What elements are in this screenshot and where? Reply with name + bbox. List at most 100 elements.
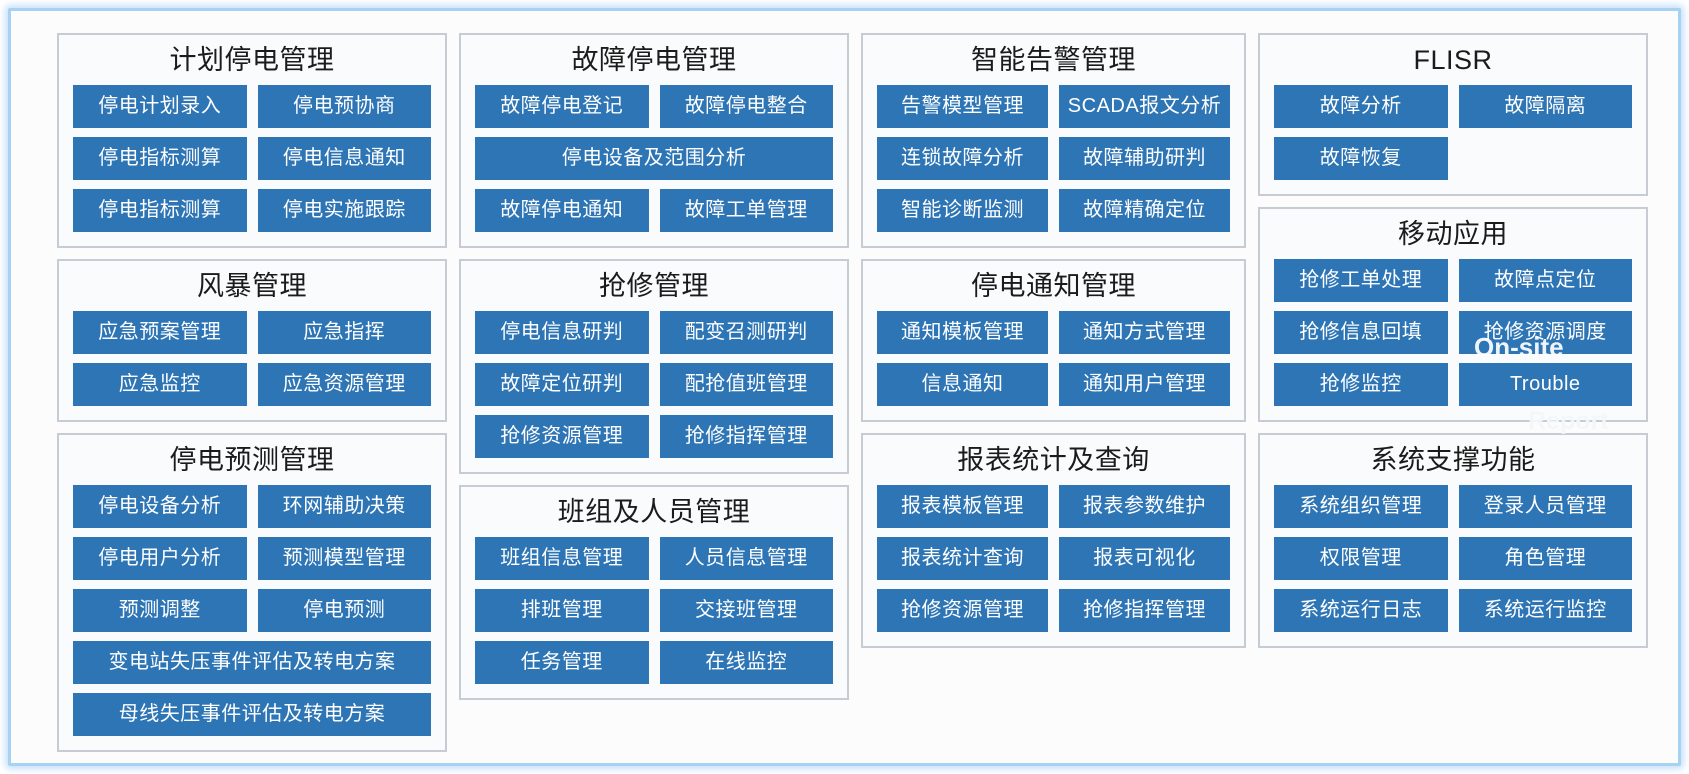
module-button[interactable]: 任务管理: [475, 641, 649, 685]
module-button[interactable]: 系统运行监控: [1458, 589, 1632, 633]
module-button[interactable]: 在线监控: [659, 641, 833, 685]
module-button[interactable]: 预测模型管理: [257, 537, 431, 581]
module-button[interactable]: 信息通知: [877, 363, 1048, 407]
button-row: 连锁故障分析故障辅助研判: [877, 137, 1230, 181]
panel-storm-management: 风暴管理应急预案管理应急指挥应急监控应急资源管理: [57, 259, 447, 423]
module-button[interactable]: 交接班管理: [659, 589, 833, 633]
module-button[interactable]: 系统运行日志: [1274, 589, 1448, 633]
module-button[interactable]: 权限管理: [1274, 537, 1448, 581]
module-button[interactable]: 报表参数维护: [1059, 485, 1230, 529]
module-button[interactable]: 母线失压事件评估及转电方案: [73, 693, 431, 737]
panel-report-statistics-and-query: 报表统计及查询报表模板管理报表参数维护报表统计查询报表可视化抢修资源管理抢修指挥…: [861, 433, 1246, 649]
module-button[interactable]: 停电设备分析: [73, 485, 247, 529]
module-button[interactable]: 故障隔离: [1458, 85, 1632, 129]
button-row: 停电指标测算停电信息通知: [73, 137, 431, 181]
module-button[interactable]: 班组信息管理: [475, 537, 649, 581]
panel-button-rows: 停电计划录入停电预协商停电指标测算停电信息通知停电指标测算停电实施跟踪: [73, 85, 431, 233]
module-button[interactable]: 停电预协商: [257, 85, 431, 129]
button-row: 系统运行日志系统运行监控: [1274, 589, 1632, 633]
module-button[interactable]: 抢修资源管理: [877, 589, 1048, 633]
module-button[interactable]: 排班管理: [475, 589, 649, 633]
module-button[interactable]: 停电信息研判: [475, 311, 649, 355]
module-button[interactable]: 抢修资源调度: [1458, 311, 1632, 355]
panel-title: 智能告警管理: [971, 45, 1136, 75]
button-row: 抢修资源管理抢修指挥管理: [877, 589, 1230, 633]
module-button[interactable]: 登录人员管理: [1458, 485, 1632, 529]
panel-title: 抢修管理: [599, 271, 709, 302]
module-button[interactable]: 应急指挥: [257, 311, 431, 355]
module-button[interactable]: 抢修信息回填: [1274, 311, 1448, 355]
button-row: 抢修资源管理抢修指挥管理: [475, 415, 833, 459]
module-button[interactable]: 报表模板管理: [877, 485, 1048, 529]
module-button[interactable]: 停电设备及范围分析: [475, 137, 833, 181]
module-button[interactable]: 抢修监控: [1274, 363, 1448, 407]
button-row: 系统组织管理登录人员管理: [1274, 485, 1632, 529]
module-button[interactable]: Trouble: [1458, 363, 1632, 407]
module-button[interactable]: 故障定位研判: [475, 363, 649, 407]
module-button[interactable]: 系统组织管理: [1274, 485, 1448, 529]
module-button[interactable]: 预测调整: [73, 589, 247, 633]
module-button[interactable]: 应急资源管理: [257, 363, 431, 407]
module-button[interactable]: 报表可视化: [1059, 537, 1230, 581]
module-button[interactable]: 抢修指挥管理: [659, 415, 833, 459]
module-button[interactable]: 停电指标测算: [73, 189, 247, 233]
button-row: 应急监控应急资源管理: [73, 363, 431, 407]
module-button[interactable]: 应急监控: [73, 363, 247, 407]
button-row: 通知模板管理通知方式管理: [877, 311, 1230, 355]
module-button[interactable]: 故障工单管理: [659, 189, 833, 233]
module-button[interactable]: 停电用户分析: [73, 537, 247, 581]
button-row: 故障恢复: [1274, 137, 1632, 181]
button-row: 预测调整停电预测: [73, 589, 431, 633]
module-button[interactable]: 停电指标测算: [73, 137, 247, 181]
panel-title: 停电预测管理: [169, 445, 335, 476]
button-row: 故障停电登记故障停电整合: [475, 85, 833, 129]
module-button[interactable]: 通知方式管理: [1059, 311, 1230, 355]
panel-button-rows: 停电设备分析环网辅助决策停电用户分析预测模型管理预测调整停电预测变电站失压事件评…: [73, 485, 431, 737]
module-column-1: 计划停电管理停电计划录入停电预协商停电指标测算停电信息通知停电指标测算停电实施跟…: [57, 33, 447, 753]
module-button[interactable]: 故障分析: [1274, 85, 1448, 129]
module-button[interactable]: 配变召测研判: [659, 311, 833, 355]
module-button[interactable]: 报表统计查询: [877, 537, 1048, 581]
module-button[interactable]: 告警模型管理: [877, 85, 1048, 129]
module-button[interactable]: 抢修指挥管理: [1059, 589, 1230, 633]
application-frame: 计划停电管理停电计划录入停电预协商停电指标测算停电信息通知停电指标测算停电实施跟…: [8, 8, 1681, 766]
module-button[interactable]: 停电计划录入: [73, 85, 247, 129]
module-button[interactable]: 应急预案管理: [73, 311, 247, 355]
panel-title: 班组及人员管理: [557, 497, 751, 528]
module-column-2: 故障停电管理故障停电登记故障停电整合停电设备及范围分析故障停电通知故障工单管理抢…: [459, 33, 849, 752]
panel-button-rows: 故障分析故障隔离故障恢复: [1274, 85, 1632, 181]
module-button[interactable]: 故障停电登记: [475, 85, 649, 129]
module-button[interactable]: 抢修工单处理: [1274, 259, 1448, 303]
module-button[interactable]: 停电信息通知: [257, 137, 431, 181]
button-row: 班组信息管理人员信息管理: [475, 537, 833, 581]
module-button[interactable]: 通知用户管理: [1059, 363, 1230, 407]
module-button[interactable]: 停电实施跟踪: [257, 189, 431, 233]
module-button[interactable]: SCADA报文分析: [1059, 85, 1230, 129]
module-button[interactable]: 环网辅助决策: [257, 485, 431, 529]
module-button[interactable]: 故障点定位: [1458, 259, 1632, 303]
panel-team-and-personnel-management: 班组及人员管理班组信息管理人员信息管理排班管理交接班管理任务管理在线监控: [459, 485, 849, 701]
module-button[interactable]: 故障停电整合: [659, 85, 833, 129]
module-button[interactable]: 智能诊断监测: [877, 189, 1048, 233]
module-button[interactable]: 停电预测: [257, 589, 431, 633]
module-button[interactable]: 连锁故障分析: [877, 137, 1048, 181]
module-button[interactable]: 通知模板管理: [877, 311, 1048, 355]
module-button[interactable]: 故障停电通知: [475, 189, 649, 233]
module-button[interactable]: 故障辅助研判: [1059, 137, 1230, 181]
module-button[interactable]: 角色管理: [1458, 537, 1632, 581]
module-button[interactable]: 配抢值班管理: [659, 363, 833, 407]
panel-button-rows: 应急预案管理应急指挥应急监控应急资源管理: [73, 311, 431, 407]
panel-title: 报表统计及查询: [957, 445, 1150, 476]
module-button[interactable]: 人员信息管理: [659, 537, 833, 581]
panel-emergency-repair-management: 抢修管理停电信息研判配变召测研判故障定位研判配抢值班管理抢修资源管理抢修指挥管理: [459, 259, 849, 475]
module-button[interactable]: 抢修资源管理: [475, 415, 649, 459]
module-button[interactable]: 故障恢复: [1274, 137, 1448, 181]
module-button[interactable]: 变电站失压事件评估及转电方案: [73, 641, 431, 685]
button-row: 故障分析故障隔离: [1274, 85, 1632, 129]
module-button[interactable]: 故障精确定位: [1059, 189, 1230, 233]
button-row: 变电站失压事件评估及转电方案: [73, 641, 431, 685]
